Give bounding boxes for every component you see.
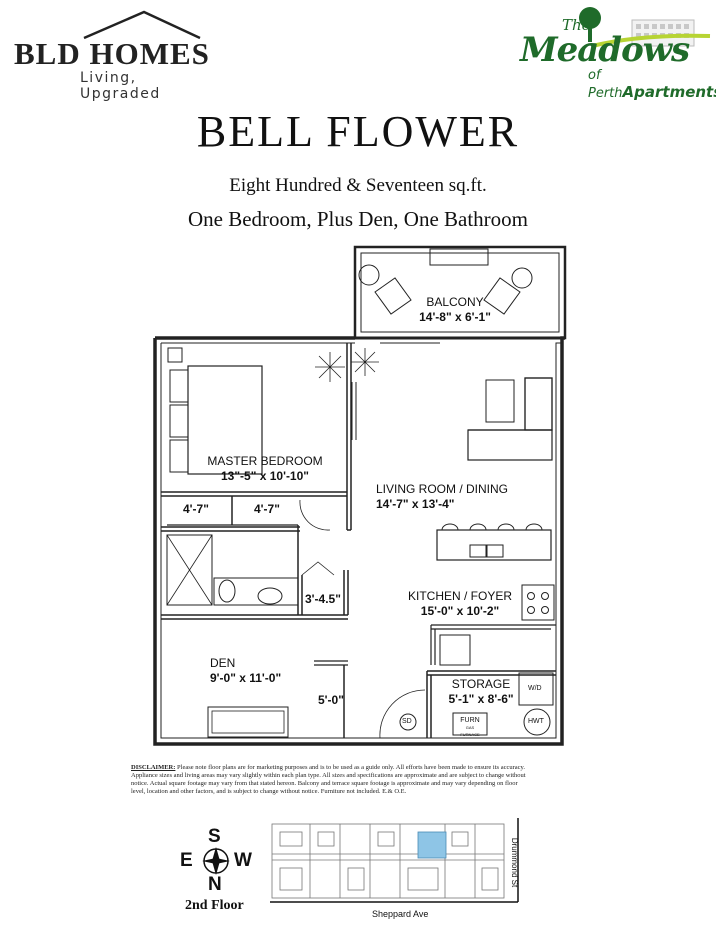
bath-closet-dims: 3'-4.5" — [305, 592, 341, 606]
floor-plan — [153, 245, 567, 746]
street-bottom: Sheppard Ave — [372, 909, 429, 919]
balcony-label: BALCONY 14'-8" x 6'-1" — [395, 295, 515, 325]
closet-right-dims: 4'-7" — [254, 502, 280, 516]
street-right: Drummond St — [510, 837, 520, 888]
disclaimer-line-4: level, location and other factors, and i… — [131, 788, 407, 795]
meadows-the: The — [562, 16, 591, 34]
furnace-label: FURN GAS FURNACE — [456, 717, 484, 738]
master-bedroom-name: MASTER BEDROOM — [207, 454, 323, 468]
bld-homes-tagline: Living, Upgraded — [80, 70, 161, 102]
furnace-name: FURN — [460, 717, 480, 724]
balcony-name: BALCONY — [426, 295, 484, 309]
meadows-name: Meadows — [520, 30, 690, 70]
compass-w: W — [234, 850, 252, 871]
smoke-detector-label: SD — [402, 718, 412, 725]
bld-homes-logo: BLD HOMES Living, Upgraded — [12, 8, 212, 102]
compass-s: S — [208, 826, 221, 847]
washer-dryer-label: W/D — [528, 685, 542, 692]
roof-icon — [83, 10, 201, 40]
compass: S E W N — [180, 826, 260, 896]
unit-highlight — [417, 831, 447, 859]
kitchen-label: KITCHEN / FOYER 15'-0" x 10'-2" — [400, 589, 520, 619]
furnace-sub: GAS FURNACE — [460, 725, 480, 737]
kitchen-name: KITCHEN / FOYER — [407, 589, 512, 603]
living-label: LIVING ROOM / DINING 14'-7" x 13'-4" — [376, 482, 536, 512]
floor-label: 2nd Floor — [185, 898, 244, 913]
kitchen-dims: 15'-0" x 10'-2" — [420, 604, 500, 618]
disclaimer-line-3: notice. Actual square footage may vary f… — [131, 780, 518, 787]
key-plan-map — [270, 818, 519, 903]
den-name: DEN — [210, 656, 236, 670]
master-bedroom-dims: 13"-5" x 10'-10" — [221, 469, 309, 483]
plan-area: Eight Hundred & Seventeen sq.ft. — [229, 175, 487, 196]
hwt-label: HWT — [528, 718, 544, 725]
meadows-logo: The Meadows of PerthApartments — [516, 6, 716, 101]
disclaimer-line-2: Appliance sizes and living areas may var… — [131, 772, 526, 779]
den-dims: 9'-0" x 11'-0" — [210, 671, 282, 685]
storage-dims: 5'-1" x 8'-6" — [448, 692, 514, 706]
compass-e: E — [180, 850, 193, 871]
balcony-dims: 14'-8" x 6'-1" — [419, 310, 491, 324]
disclaimer-label: DISCLAIMER: — [131, 764, 176, 771]
living-dims: 14'-7" x 13'-4" — [376, 497, 455, 511]
of-perth-text: of Perth — [588, 68, 623, 101]
closet-left-dims: 4'-7" — [183, 502, 209, 516]
plan-title: BELL FLOWER — [196, 107, 520, 156]
den-closet-dims: 5'-0" — [318, 693, 344, 707]
plan-layout: One Bedroom, Plus Den, One Bathroom — [187, 207, 529, 231]
disclaimer: DISCLAIMER: Please note floor plans are … — [131, 764, 591, 796]
living-name: LIVING ROOM / DINING — [376, 482, 509, 496]
apartments-text: Apartments — [622, 83, 716, 101]
disclaimer-text-1: Please note floor plans are for marketin… — [175, 764, 525, 771]
storage-name: STORAGE — [451, 677, 511, 691]
den-label: DEN 9'-0" x 11'-0" — [210, 656, 300, 686]
disclaimer-line-1: DISCLAIMER: Please note floor plans are … — [131, 764, 591, 772]
compass-rose-icon — [202, 847, 230, 875]
bld-homes-name: BLD HOMES — [14, 36, 210, 71]
compass-n: N — [208, 874, 222, 895]
meadows-subtitle: of PerthApartments — [588, 68, 716, 101]
tree-building-icon — [579, 7, 711, 48]
master-bedroom-label: MASTER BEDROOM 13"-5" x 10'-10" — [190, 454, 340, 484]
storage-label: STORAGE 5'-1" x 8'-6" — [436, 677, 526, 707]
